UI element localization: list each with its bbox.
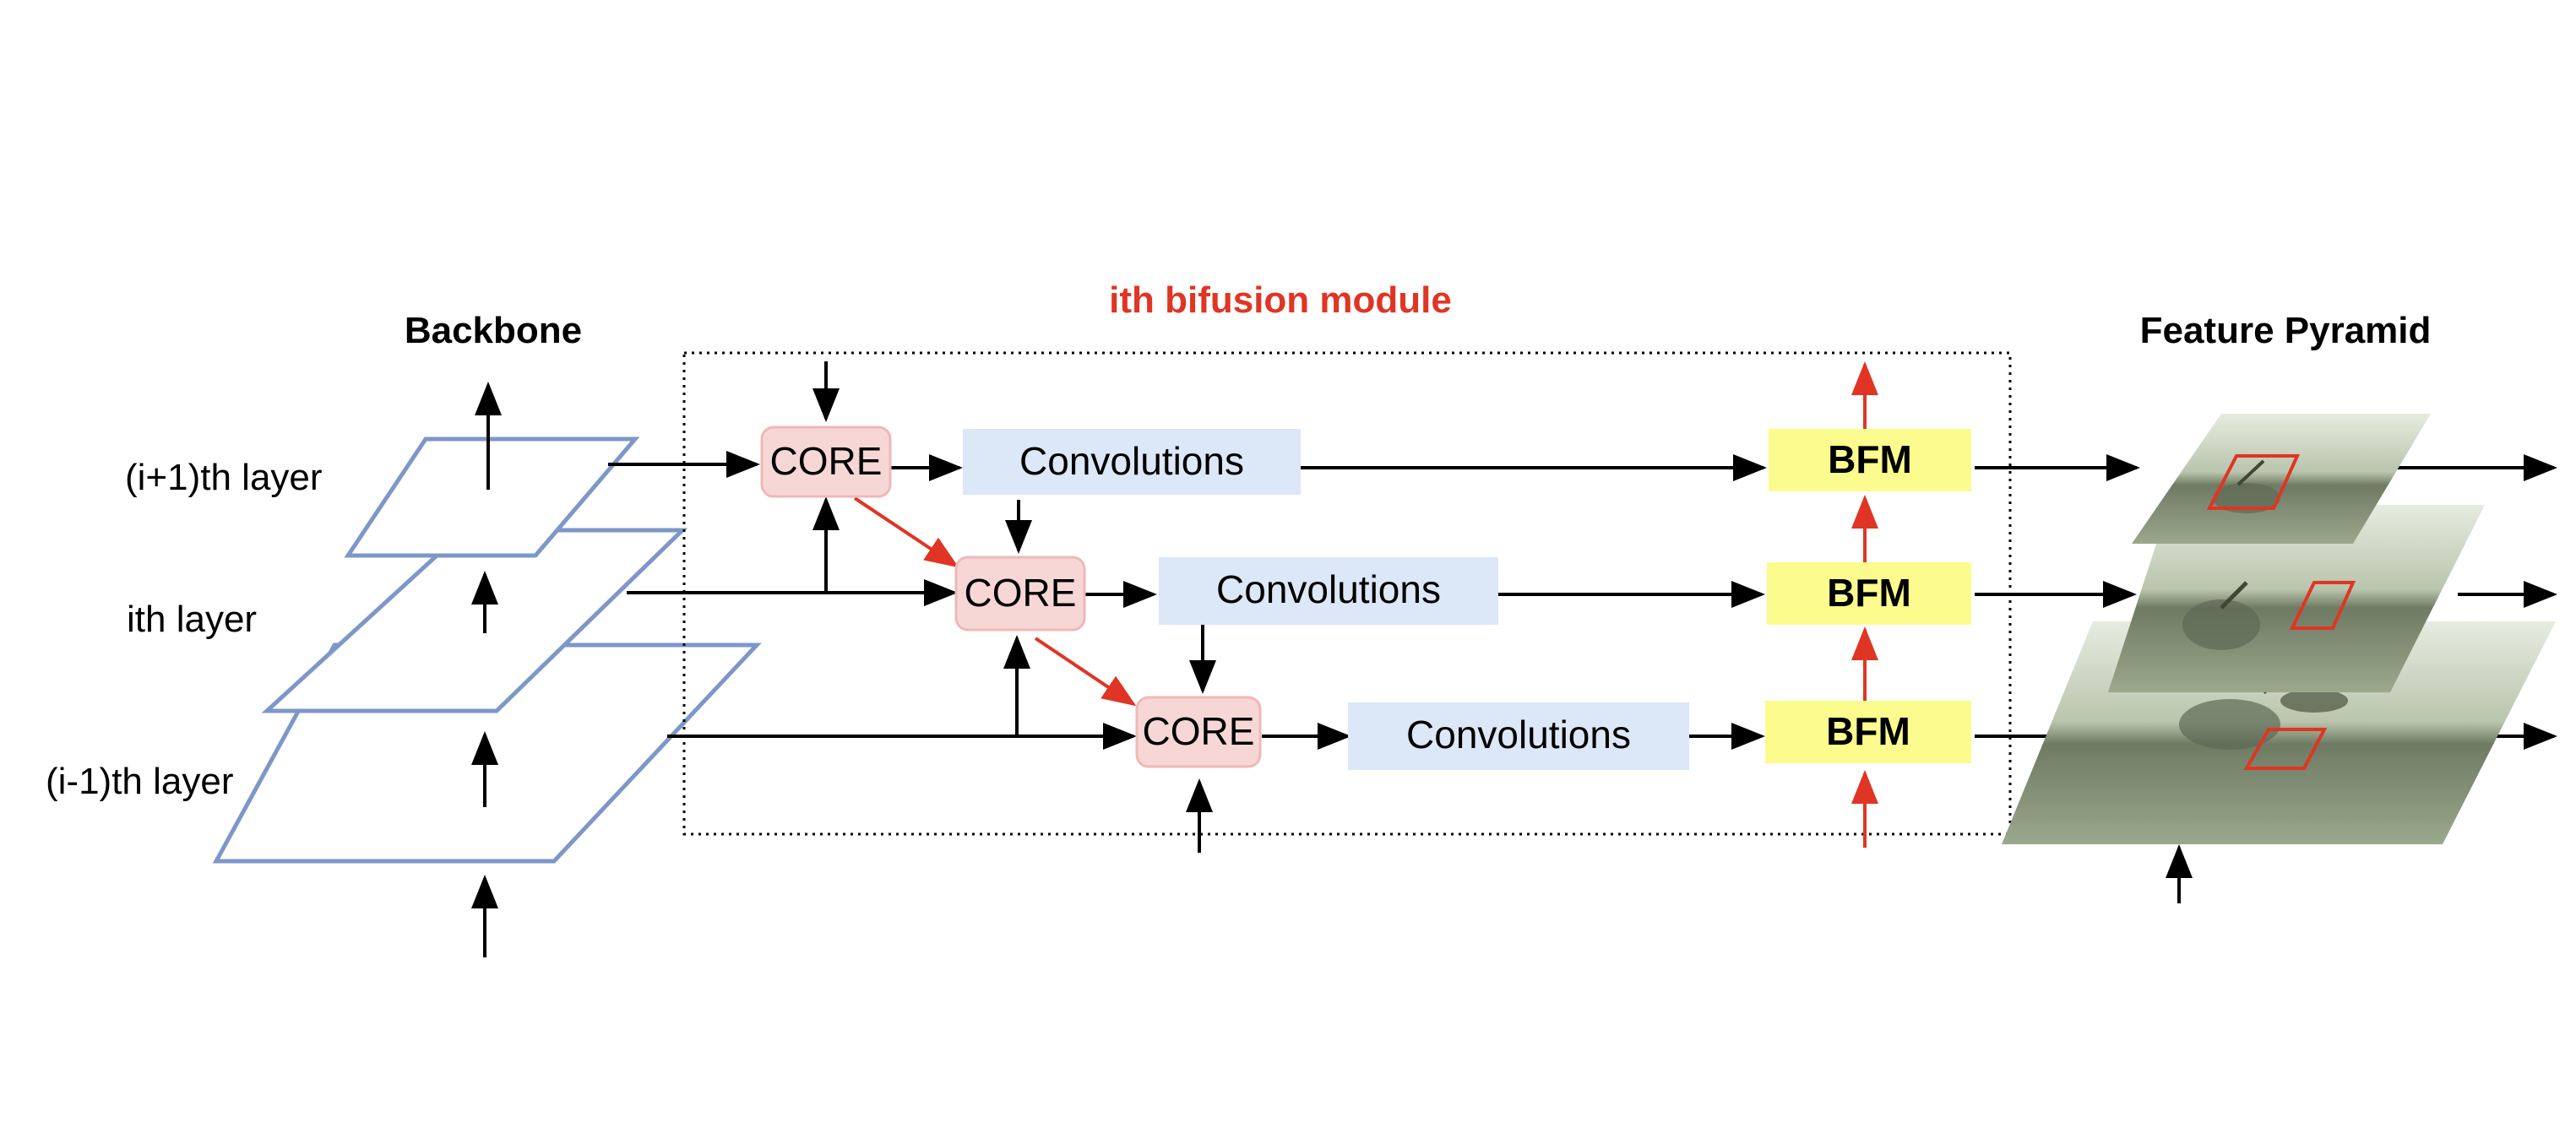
core-block-2: CORE: [954, 556, 1086, 632]
pyramid-roi-box-upper: [2206, 454, 2301, 510]
conv-label-2: Convolutions: [1216, 567, 1441, 611]
core-label-1: CORE: [770, 439, 883, 483]
pyramid-plane-middle: [2108, 505, 2485, 692]
pyramid-roi-box-lower: [2243, 728, 2328, 770]
core-label-2: CORE: [965, 571, 1077, 615]
layer-label-upper: (i+1)th layer: [125, 457, 323, 498]
conv-label-3: Convolutions: [1406, 713, 1631, 756]
conv-block-3: Convolutions: [1348, 702, 1689, 770]
bfm-block-3: BFM: [1765, 701, 1971, 763]
conv-block-2: Convolutions: [1159, 557, 1498, 625]
backbone-layer-upper: [344, 436, 640, 558]
pyramid-plane-upper: [2132, 414, 2431, 544]
pyramid-title: Feature Pyramid: [2140, 310, 2432, 351]
bfm-block-1: BFM: [1769, 429, 1971, 491]
pyramid-roi-box-middle: [2289, 581, 2356, 630]
red-arrow-core2-to-core3: [1034, 637, 1137, 707]
conv-block-1: Convolutions: [963, 429, 1301, 495]
feature-pyramid-stack: [2002, 414, 2556, 844]
layer-label-lower: (i-1)th layer: [46, 761, 234, 802]
bfm-block-2: BFM: [1767, 562, 1971, 625]
backbone-layer-middle: [261, 528, 688, 713]
module-title: ith bifusion module: [1109, 279, 1452, 321]
bfm-label-2: BFM: [1827, 571, 1911, 615]
layer-label-middle: ith layer: [127, 599, 257, 640]
red-arrow-core1-to-core2: [853, 496, 959, 568]
bfm-label-1: BFM: [1828, 437, 1912, 481]
core-label-3: CORE: [1143, 709, 1255, 753]
core-block-3: CORE: [1135, 696, 1262, 768]
conv-label-1: Convolutions: [1019, 439, 1244, 483]
backbone-title: Backbone: [405, 310, 582, 351]
core-block-1: CORE: [760, 426, 892, 498]
bfm-label-3: BFM: [1826, 709, 1910, 753]
